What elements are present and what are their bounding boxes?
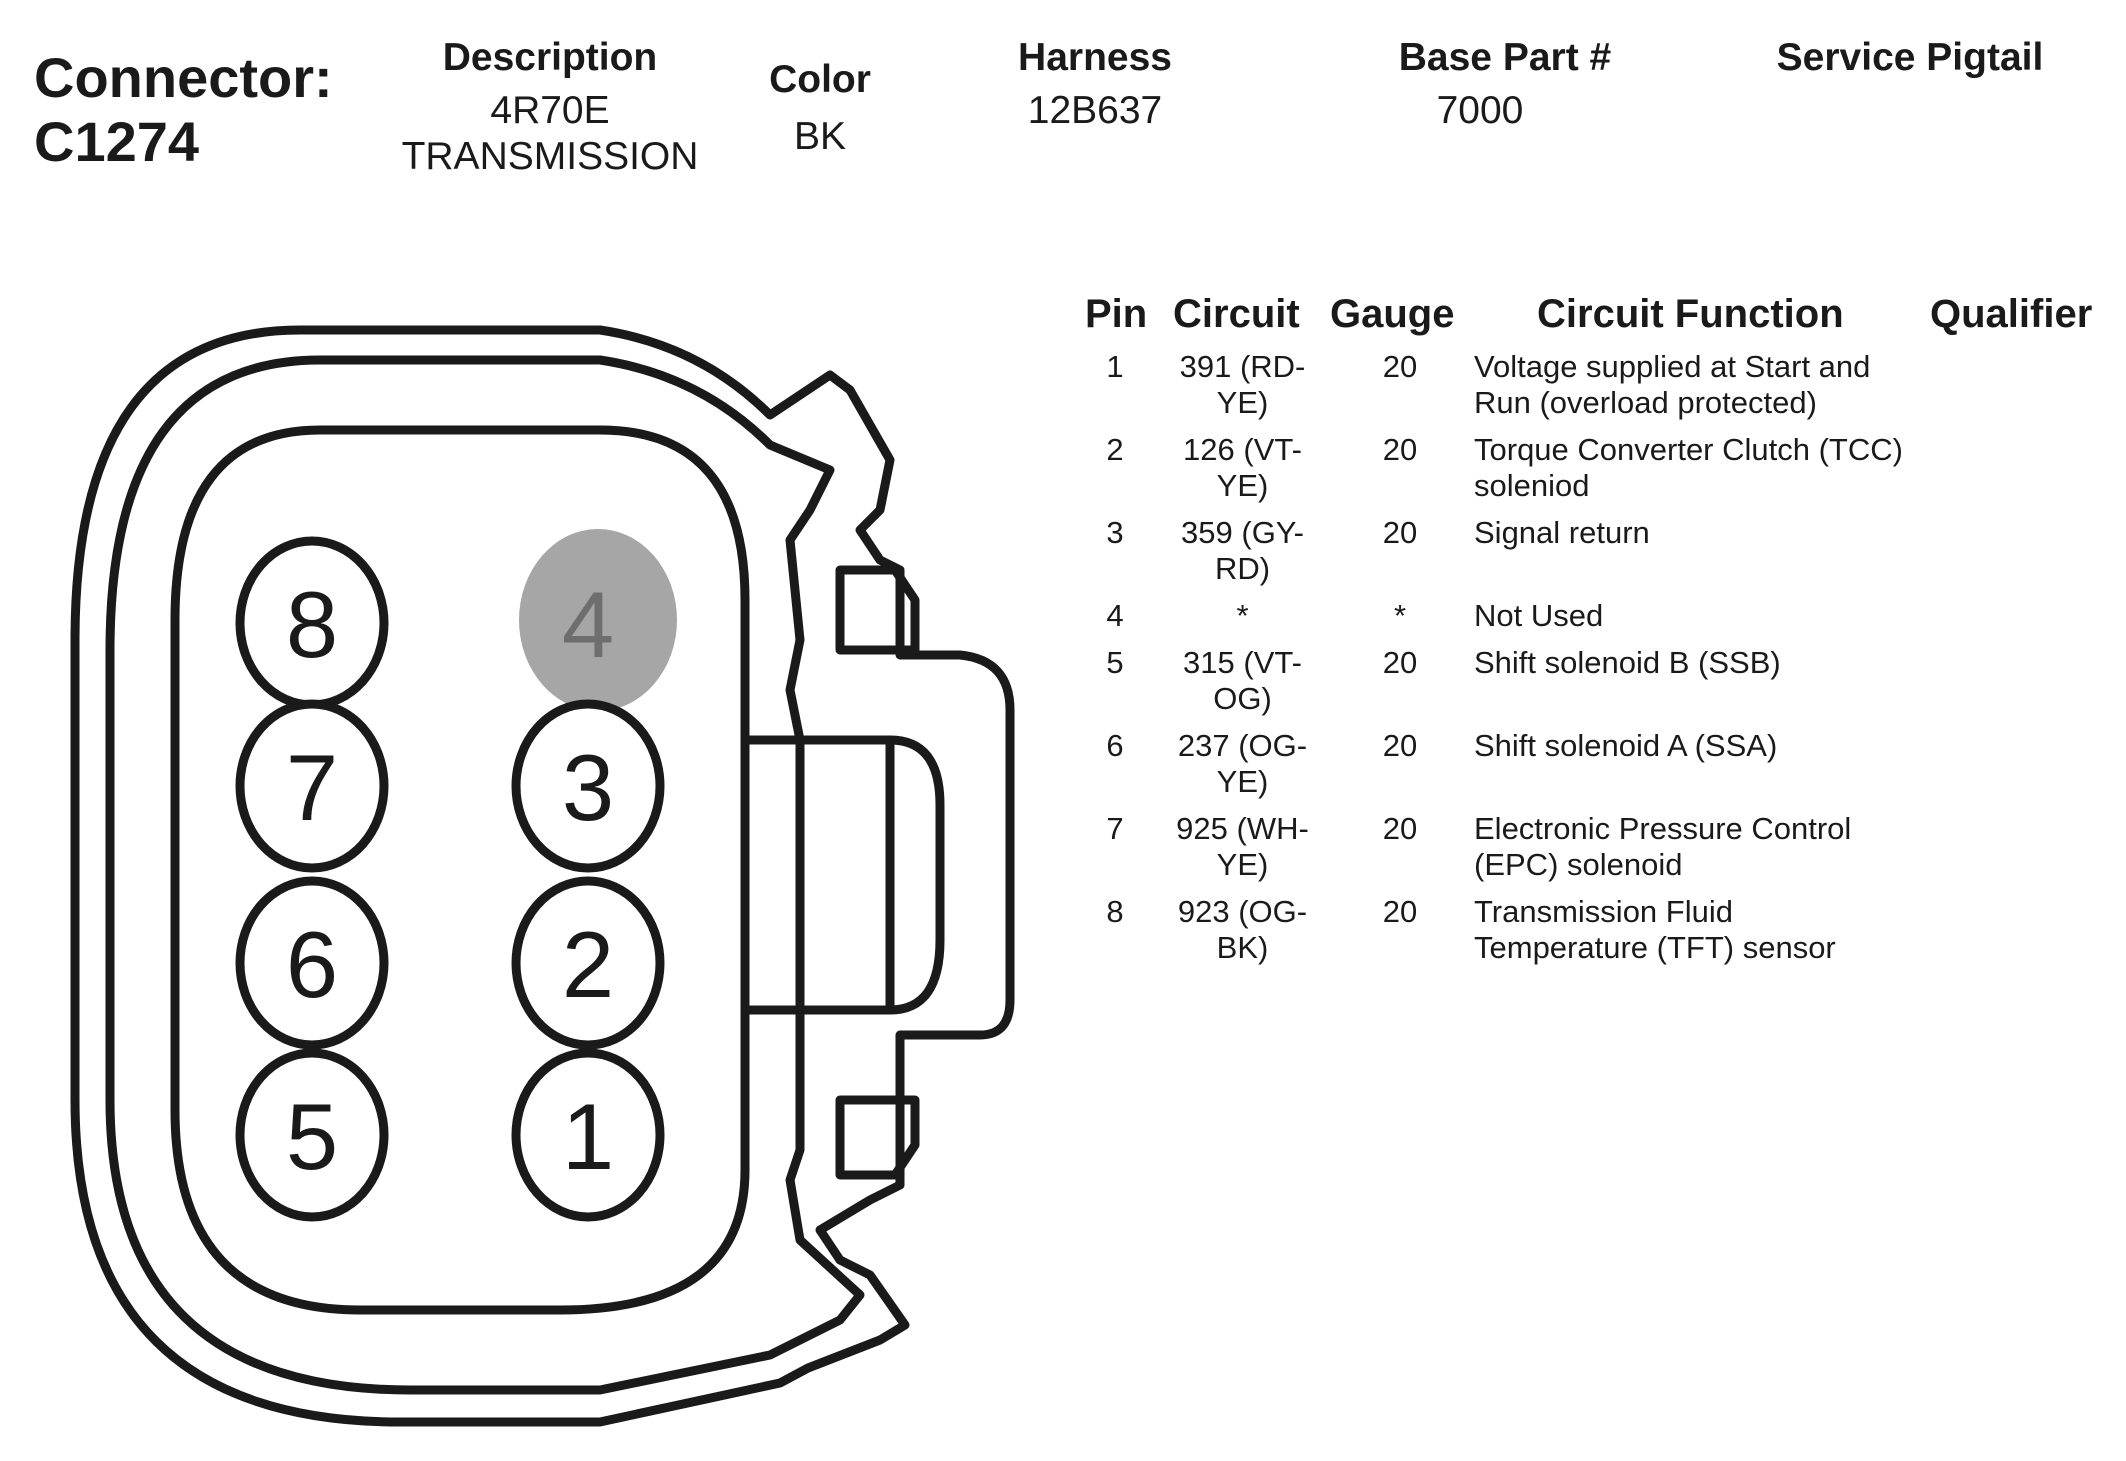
gauge-cell: 20 (1382, 515, 1418, 550)
gauge-cell: 20 (1382, 432, 1418, 467)
pin-2: 2 (511, 876, 665, 1050)
pin-cell: 8 (1106, 894, 1124, 929)
circuit-cell: 237 (OG-YE) (1177, 728, 1308, 799)
service-pigtail-heading: Service Pigtail (1776, 36, 2044, 79)
gauge-cell: 20 (1382, 811, 1418, 846)
connector-label: Connector: (34, 46, 333, 109)
gauge-cell: 20 (1382, 894, 1418, 929)
pin-label: 6 (286, 912, 338, 1017)
pin-label: 4 (562, 572, 614, 677)
pin-6: 6 (235, 876, 389, 1050)
column-header-qualifier: Qualifier (1930, 292, 2093, 336)
pin-cell: 3 (1106, 515, 1124, 550)
pin-8: 8 (235, 536, 389, 710)
pin-array: 8 7 6 5 4 3 2 1 (235, 529, 677, 1222)
circuit-cell: 391 (RD-YE) (1179, 349, 1306, 420)
pin-1: 1 (511, 1048, 665, 1222)
function-cell: Shift solenoid B (SSB) (1474, 645, 1781, 680)
function-cell: Not Used (1474, 598, 1604, 633)
circuit-cell: 315 (VT-OG) (1183, 645, 1302, 716)
column-header-circuit: Circuit (1173, 292, 1300, 336)
harness-heading: Harness (1018, 36, 1172, 79)
pin-cell: 7 (1106, 811, 1124, 846)
pin-4-unused: 4 (519, 529, 677, 711)
base-part-block: Base Part # 7000 (1370, 36, 1640, 134)
circuit-cell: 925 (WH-YE) (1176, 811, 1309, 882)
function-cell: Signal return (1474, 515, 1650, 550)
harness-block: Harness 12B637 (970, 36, 1220, 134)
description-block: Description 4R70E TRANSMISSION (380, 36, 720, 180)
housing-outer-shell (70, 325, 1015, 1427)
pin-label: 3 (562, 735, 614, 840)
pin-cavity-outline (170, 425, 750, 1315)
gauge-cell: * (1393, 598, 1407, 633)
circuit-cell: 359 (GY-RD) (1181, 515, 1304, 586)
color-value: BK (793, 115, 847, 158)
pin-cell: 5 (1106, 645, 1124, 680)
lower-lock-lug (835, 1095, 920, 1180)
function-cell: Shift solenoid A (SSA) (1474, 728, 1778, 763)
pin-3: 3 (511, 699, 665, 873)
pin-7: 7 (235, 699, 389, 873)
pin-label: 7 (286, 735, 338, 840)
pin-label: 1 (562, 1084, 614, 1189)
pin-cell: 1 (1106, 349, 1124, 384)
upper-lock-lug (835, 565, 920, 655)
color-block: Color BK (740, 58, 900, 160)
function-cell: Torque Converter Clutch (TCC)soleniod (1474, 432, 1903, 503)
column-header-function: Circuit Function (1537, 292, 1844, 336)
circuit-cell: 923 (OG-BK) (1177, 894, 1308, 965)
base-part-value: 7000 (1436, 89, 1524, 132)
function-cell: Electronic Pressure Control(EPC) solenoi… (1474, 811, 1852, 882)
harness-value: 12B637 (1027, 89, 1163, 132)
service-pigtail-block: Service Pigtail (1740, 36, 2080, 88)
connector-title: Connector: C1274 (34, 46, 333, 174)
connector-id: C1274 (34, 110, 200, 173)
description-heading: Description (442, 36, 658, 79)
description-value-line1: 4R70E (490, 89, 610, 132)
pin-cell: 6 (1106, 728, 1124, 763)
pin-cell: 2 (1106, 432, 1124, 467)
description-value-line2: TRANSMISSION (401, 135, 699, 178)
pin-5: 5 (235, 1048, 389, 1222)
circuit-cell: 126 (VT-YE) (1183, 432, 1302, 503)
gauge-cell: 20 (1382, 728, 1418, 763)
column-header-pin: Pin (1085, 292, 1148, 336)
housing-middle-shell (105, 355, 865, 1395)
pin-label: 2 (562, 912, 614, 1017)
color-heading: Color (769, 58, 871, 101)
gauge-cell: 20 (1382, 349, 1418, 384)
column-header-gauge: Gauge (1330, 292, 1455, 336)
pin-label: 8 (286, 572, 338, 677)
latch-tab (740, 735, 945, 1015)
pin-cell: 4 (1106, 598, 1124, 633)
circuit-cell: * (1236, 598, 1249, 633)
pin-label: 5 (286, 1084, 338, 1189)
gauge-cell: 20 (1382, 645, 1418, 680)
base-part-heading: Base Part # (1398, 36, 1612, 79)
